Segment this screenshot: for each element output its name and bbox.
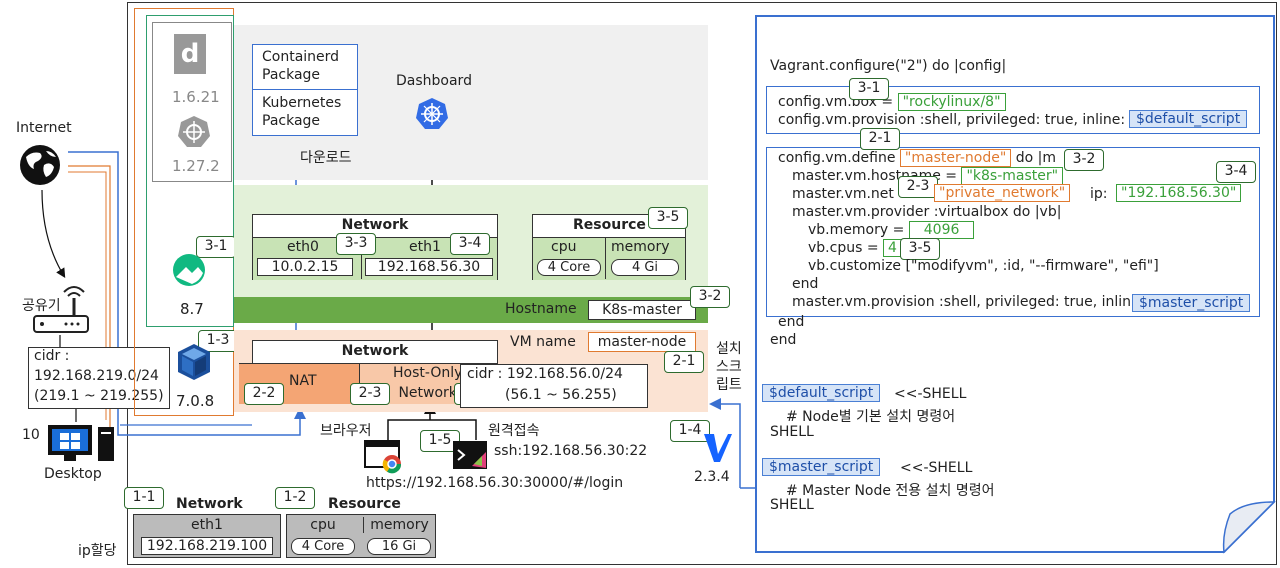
code-badge-3-2: 3-2 (1064, 149, 1104, 171)
vagrantfile-document (755, 15, 1276, 554)
vm-name-value: master-node (588, 332, 696, 352)
code-badge-2-1: 2-1 (860, 128, 900, 150)
code-hostname-value: "k8s-master" (961, 167, 1064, 185)
svg-text:d: d (181, 39, 200, 69)
badge-1-1: 1-1 (124, 487, 164, 509)
vbox-cidr-box: cidr : 192.168.56.0/24 (56.1 ~ 56.255) (460, 364, 648, 408)
master-script-ref: $master_script (1132, 294, 1251, 312)
host-memory-value: 16 Gi (367, 538, 431, 555)
code-badge-3-1: 3-1 (849, 78, 889, 100)
code-define-value: "master-node" (899, 149, 1012, 167)
hostname-label: Hostname (505, 301, 577, 317)
hostonly-label: Host-Only Network (393, 365, 463, 401)
ssh-terminal-icon[interactable] (452, 440, 490, 472)
guest-cpu-value: 4 Core (537, 259, 601, 276)
host-network-title: Network (176, 496, 243, 512)
code-block-box (766, 86, 1260, 134)
browser-label: 브라우저 (320, 423, 372, 439)
badge-2-2: 2-2 (244, 383, 284, 405)
vagrant-version: 2.3.4 (694, 469, 730, 485)
vm-name-label: VM name (510, 334, 576, 350)
eth0-ip: 10.0.2.15 (257, 258, 353, 276)
rocky-linux-icon (173, 254, 205, 286)
ip-assign-label: ip할당 (78, 543, 117, 559)
internet-label: Internet (16, 120, 72, 136)
packages-box: Containerd Package Kubernetes Package (252, 44, 358, 136)
virtualbox-version: 7.0.8 (176, 392, 215, 410)
badge-2-1: 2-1 (664, 351, 704, 373)
default-script-ref: $default_script (1129, 110, 1248, 128)
kubernetes-icon-gray (178, 116, 210, 147)
guest-network-title: Network (341, 217, 409, 233)
desktop-icon (48, 425, 114, 461)
desktop-label: Desktop (44, 466, 102, 482)
kubernetes-package: Kubernetes Package (262, 95, 342, 129)
virtualbox-icon (178, 344, 210, 380)
code-line-configure: Vagrant.configure("2") do |config| (770, 58, 1007, 74)
nat-label: NAT (289, 373, 317, 389)
code-badge-2-3: 2-3 (898, 176, 938, 198)
desktop-number: 10 (22, 427, 40, 443)
badge-1-4: 1-4 (670, 420, 710, 442)
host-cidr-box: cidr : 192.168.219.0/24 (219.1 ~ 219.255… (28, 347, 170, 409)
install-script-label: 설치 스크 립트 (716, 341, 742, 393)
eth1-label: eth1 (409, 239, 441, 255)
badge-3-2: 3-2 (690, 286, 730, 308)
vbox-network-title: Network (341, 343, 409, 359)
default-script-comment: # Node별 기본 설치 명령어 (786, 409, 956, 425)
hostname-value: K8s-master (588, 300, 696, 320)
host-eth1-ip: 192.168.219.100 (141, 537, 273, 555)
vagrant-icon (704, 434, 732, 462)
ssh-address: ssh:192.168.56.30:22 (494, 443, 648, 459)
router-label: 공유기 (22, 298, 61, 314)
host-resource-box: cpu memory 4 Core 16 Gi (286, 514, 436, 558)
code-badge-3-5: 3-5 (900, 238, 940, 260)
rocky-green-frame (146, 15, 234, 327)
default-script-def: $default_script (762, 384, 881, 402)
code-define-block-box (766, 147, 1260, 317)
code-memory-value: 4096 (908, 221, 975, 239)
badge-3-3: 3-3 (336, 233, 376, 255)
badge-1-2: 1-2 (275, 487, 315, 509)
guest-memory-value: 4 Gi (611, 259, 679, 276)
remote-label: 원격접속 (488, 423, 540, 439)
download-label: 다운로드 (300, 150, 352, 166)
code-cpus-value: 4 (883, 239, 902, 257)
badge-1-3: 1-3 (198, 330, 238, 352)
host-network-box: eth1 192.168.219.100 (133, 514, 281, 558)
dashboard-label: Dashboard (396, 73, 472, 89)
host-eth1-label: eth1 (191, 517, 223, 533)
guest-resource-title: Resource (573, 217, 646, 233)
kubernetes-dashboard-icon (416, 98, 448, 129)
badge-3-5: 3-5 (648, 207, 688, 229)
master-script-comment: # Master Node 전용 설치 명령어 (786, 483, 995, 499)
packages-gray-frame (152, 22, 232, 182)
guest-resource-box: Resource cpu memory 4 Core 4 Gi (532, 214, 686, 280)
containerd-icon: d (174, 34, 206, 74)
badge-2-3: 2-3 (350, 383, 390, 405)
outer-frame (127, 2, 1277, 565)
host-cpu-value: 4 Core (291, 538, 355, 555)
chrome-browser-icon[interactable] (364, 440, 404, 474)
master-script-def: $master_script (762, 458, 881, 476)
code-network-value: "private_network" (934, 184, 1071, 202)
dashboard-url: https://192.168.56.30:30000/#/login (366, 475, 624, 491)
kubernetes-version: 1.27.2 (172, 157, 220, 175)
badge-3-4: 3-4 (450, 233, 490, 255)
code-box-value: "rockylinux/8" (897, 93, 1006, 111)
rocky-version: 8.7 (180, 300, 204, 318)
containerd-version: 1.6.21 (172, 88, 220, 106)
globe-icon (20, 145, 60, 185)
code-ip-value: "192.168.56.30" (1116, 184, 1242, 202)
eth0-label: eth0 (287, 239, 319, 255)
eth1-ip: 192.168.56.30 (365, 258, 493, 276)
host-resource-title: Resource (328, 496, 401, 512)
badge-3-1-left: 3-1 (196, 236, 236, 258)
router-icon (33, 286, 89, 333)
code-badge-3-4: 3-4 (1216, 161, 1256, 183)
containerd-package: Containerd Package (262, 49, 340, 83)
